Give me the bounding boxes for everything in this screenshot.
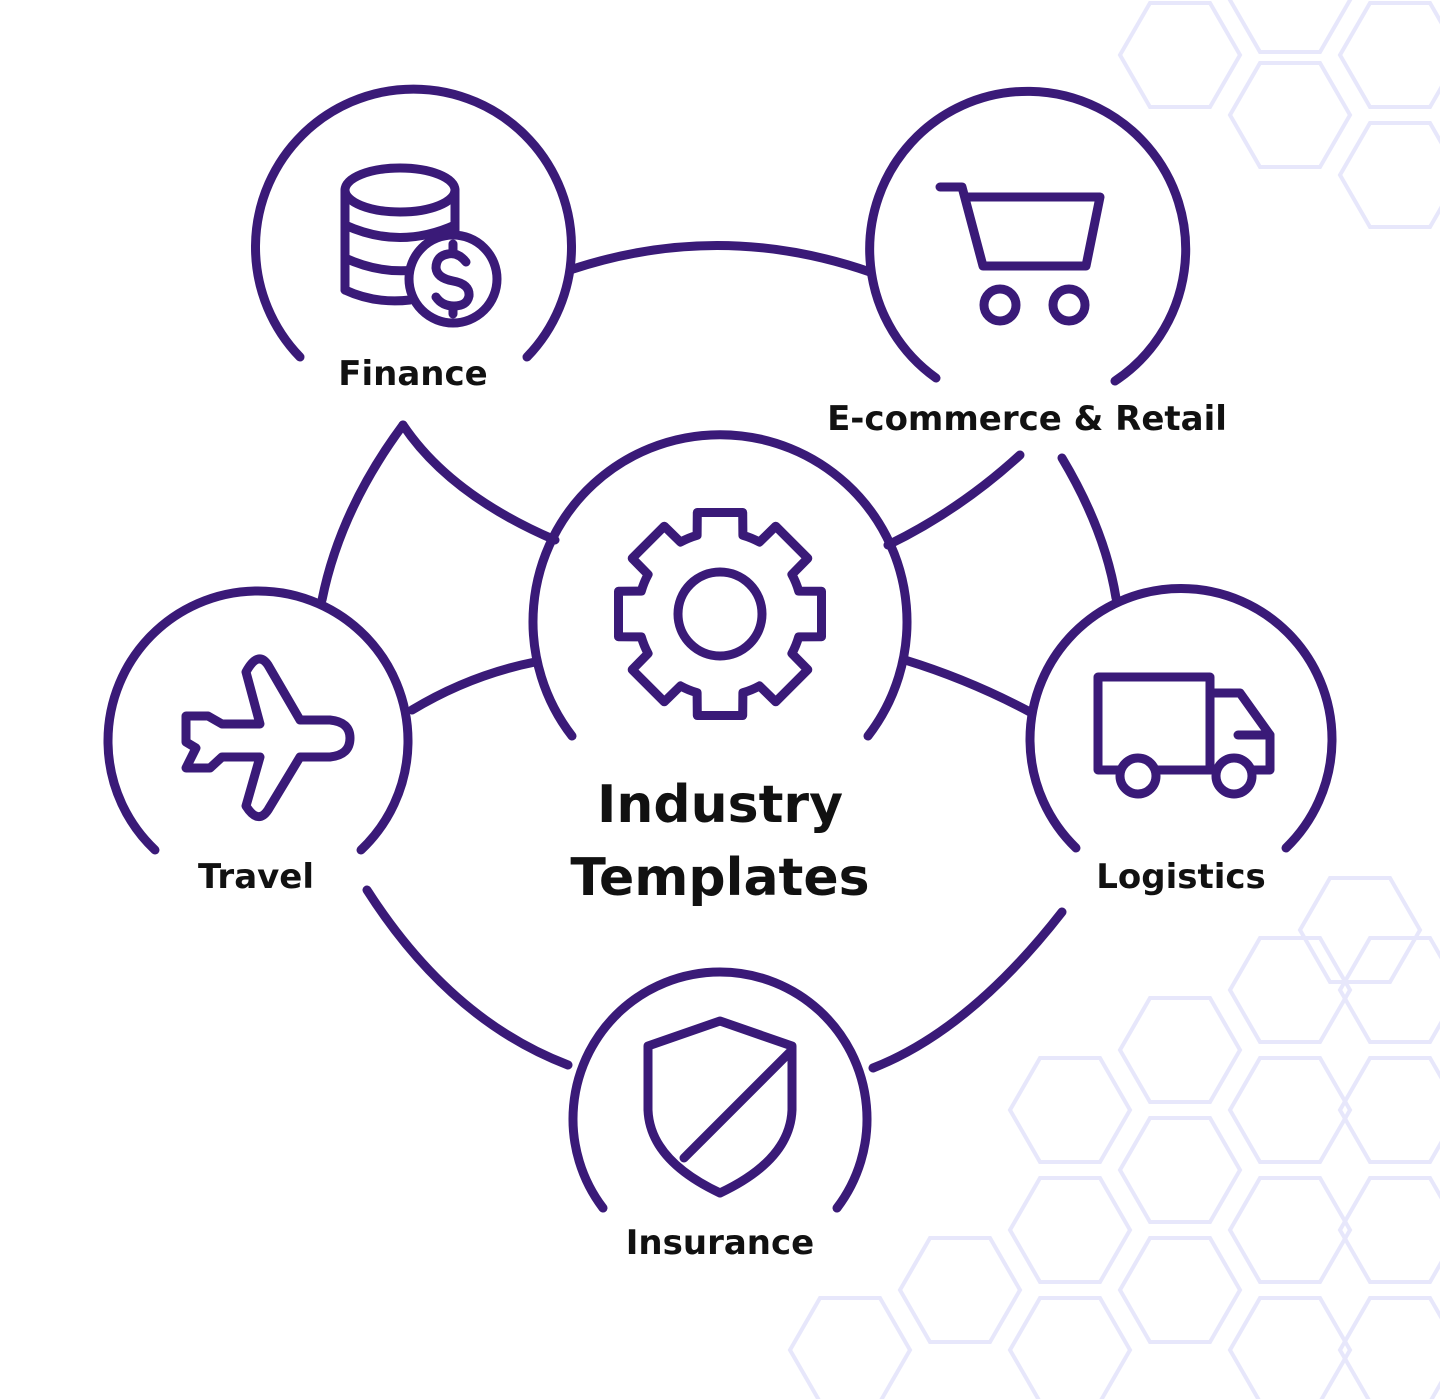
hexagon-cell [1007, 1296, 1133, 1399]
hexagon-cell [1117, 1236, 1243, 1344]
hexagon-cell [1337, 1056, 1440, 1164]
logistics-node-arc [1025, 583, 1337, 853]
connector-ecommerce-logistics [1057, 453, 1121, 603]
hexagon-background-pattern [787, 0, 1440, 1399]
connector-travel-insurance [362, 885, 573, 1070]
coins-dollar-icon [340, 163, 502, 328]
hexagon-cell [1227, 1176, 1353, 1284]
hexagon-cell [1337, 121, 1440, 229]
airplane-icon [181, 654, 355, 821]
hexagon-cell [1227, 0, 1353, 54]
hexagon-cell [1337, 0, 1440, 109]
hexagon-cell [1337, 936, 1440, 1044]
insurance-node-arc [568, 967, 872, 1213]
hexagon-cell [1227, 1056, 1353, 1164]
hexagon-cell [897, 1236, 1023, 1344]
node-arcs [103, 84, 1337, 1213]
center-title-line1: Industry [597, 775, 843, 835]
connector-center-logistics [900, 655, 1035, 717]
finance-node-arc [251, 84, 576, 362]
hexagon-cell [1337, 1176, 1440, 1284]
connector-finance-ecommerce [565, 241, 875, 277]
hexagon-cell [787, 1296, 913, 1399]
hexagon-cell [1297, 876, 1423, 984]
hexagon-cell [1007, 1176, 1133, 1284]
connector-travel-center [407, 657, 540, 715]
hexagon-cell [1117, 0, 1243, 109]
hexagon-cell [1117, 1116, 1243, 1224]
shopping-cart-icon [935, 182, 1105, 326]
ecommerce-label: E-commerce & Retail [827, 399, 1227, 439]
finance-label: Finance [338, 354, 487, 394]
hexagon-cell [1227, 1296, 1353, 1399]
hexagon-cell [1227, 61, 1353, 169]
connector-finance-travel [317, 420, 408, 605]
logistics-label: Logistics [1096, 857, 1266, 897]
delivery-truck-icon [1093, 672, 1275, 799]
hexagon-cell [1227, 936, 1353, 1044]
shield-icon [643, 1016, 797, 1198]
insurance-label: Insurance [626, 1223, 814, 1263]
connector-lines [317, 241, 1121, 1073]
connector-ecommerce-center [883, 450, 1025, 550]
hexagon-cell [1117, 996, 1243, 1104]
gear-icon [614, 508, 826, 720]
travel-label: Travel [198, 857, 314, 897]
center-node-arc [528, 430, 912, 741]
connector-logistics-insurance [868, 907, 1067, 1073]
center-title-line2: Templates [570, 848, 869, 908]
hexagon-cell [1337, 1296, 1440, 1399]
connector-finance-center [398, 420, 560, 545]
hexagon-cell [1007, 1056, 1133, 1164]
ecommerce-node-arc [865, 86, 1191, 386]
travel-node-arc [103, 586, 413, 855]
